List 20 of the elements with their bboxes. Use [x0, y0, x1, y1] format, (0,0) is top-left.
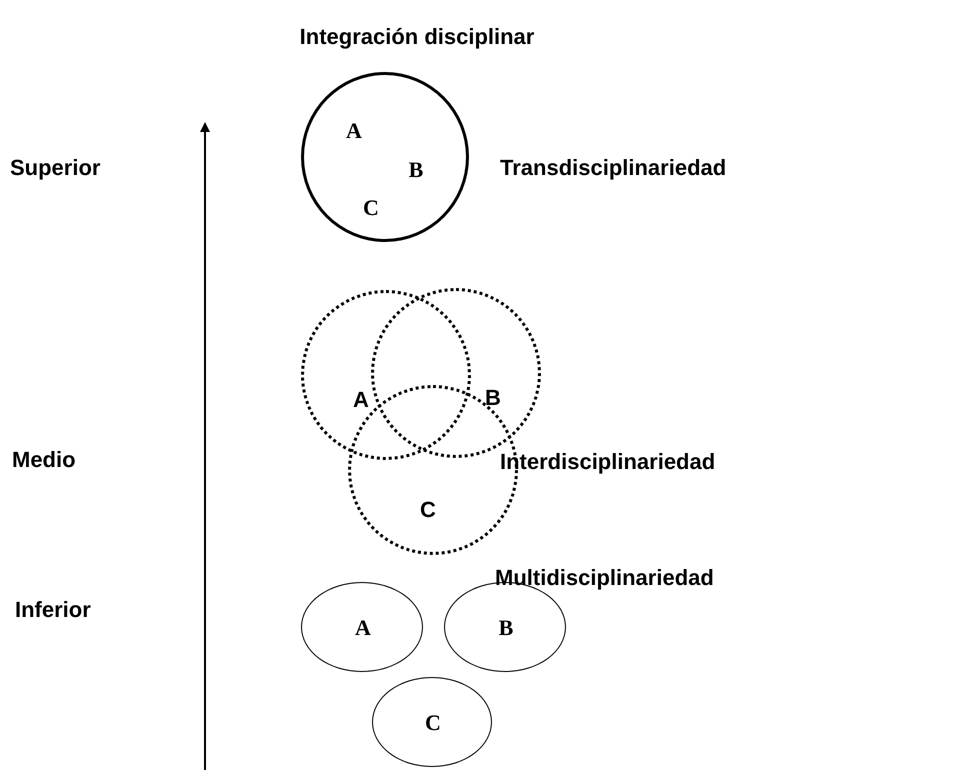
ellipse [301, 582, 423, 672]
title: Integración disciplinar [300, 24, 534, 49]
letter-label: A [346, 118, 362, 144]
category-label: Multidisciplinariedad [495, 565, 714, 591]
category-label: Interdisciplinariedad [500, 449, 716, 475]
letter-label: C [363, 195, 379, 221]
letter-label: B [485, 385, 501, 411]
letter-label: B [498, 615, 514, 641]
letter-label: C [425, 710, 441, 736]
ellipse [372, 677, 492, 767]
level-label: Inferior [15, 597, 91, 623]
category-label: Transdisciplinariedad [500, 155, 726, 181]
letter-label: C [420, 497, 436, 523]
letter-label: A [353, 387, 369, 413]
level-label: Medio [12, 447, 76, 473]
letter-label: A [355, 615, 371, 641]
level-label: Superior [10, 155, 100, 181]
circle [301, 72, 469, 242]
dotted-circle [301, 290, 471, 460]
letter-label: B [408, 157, 424, 183]
